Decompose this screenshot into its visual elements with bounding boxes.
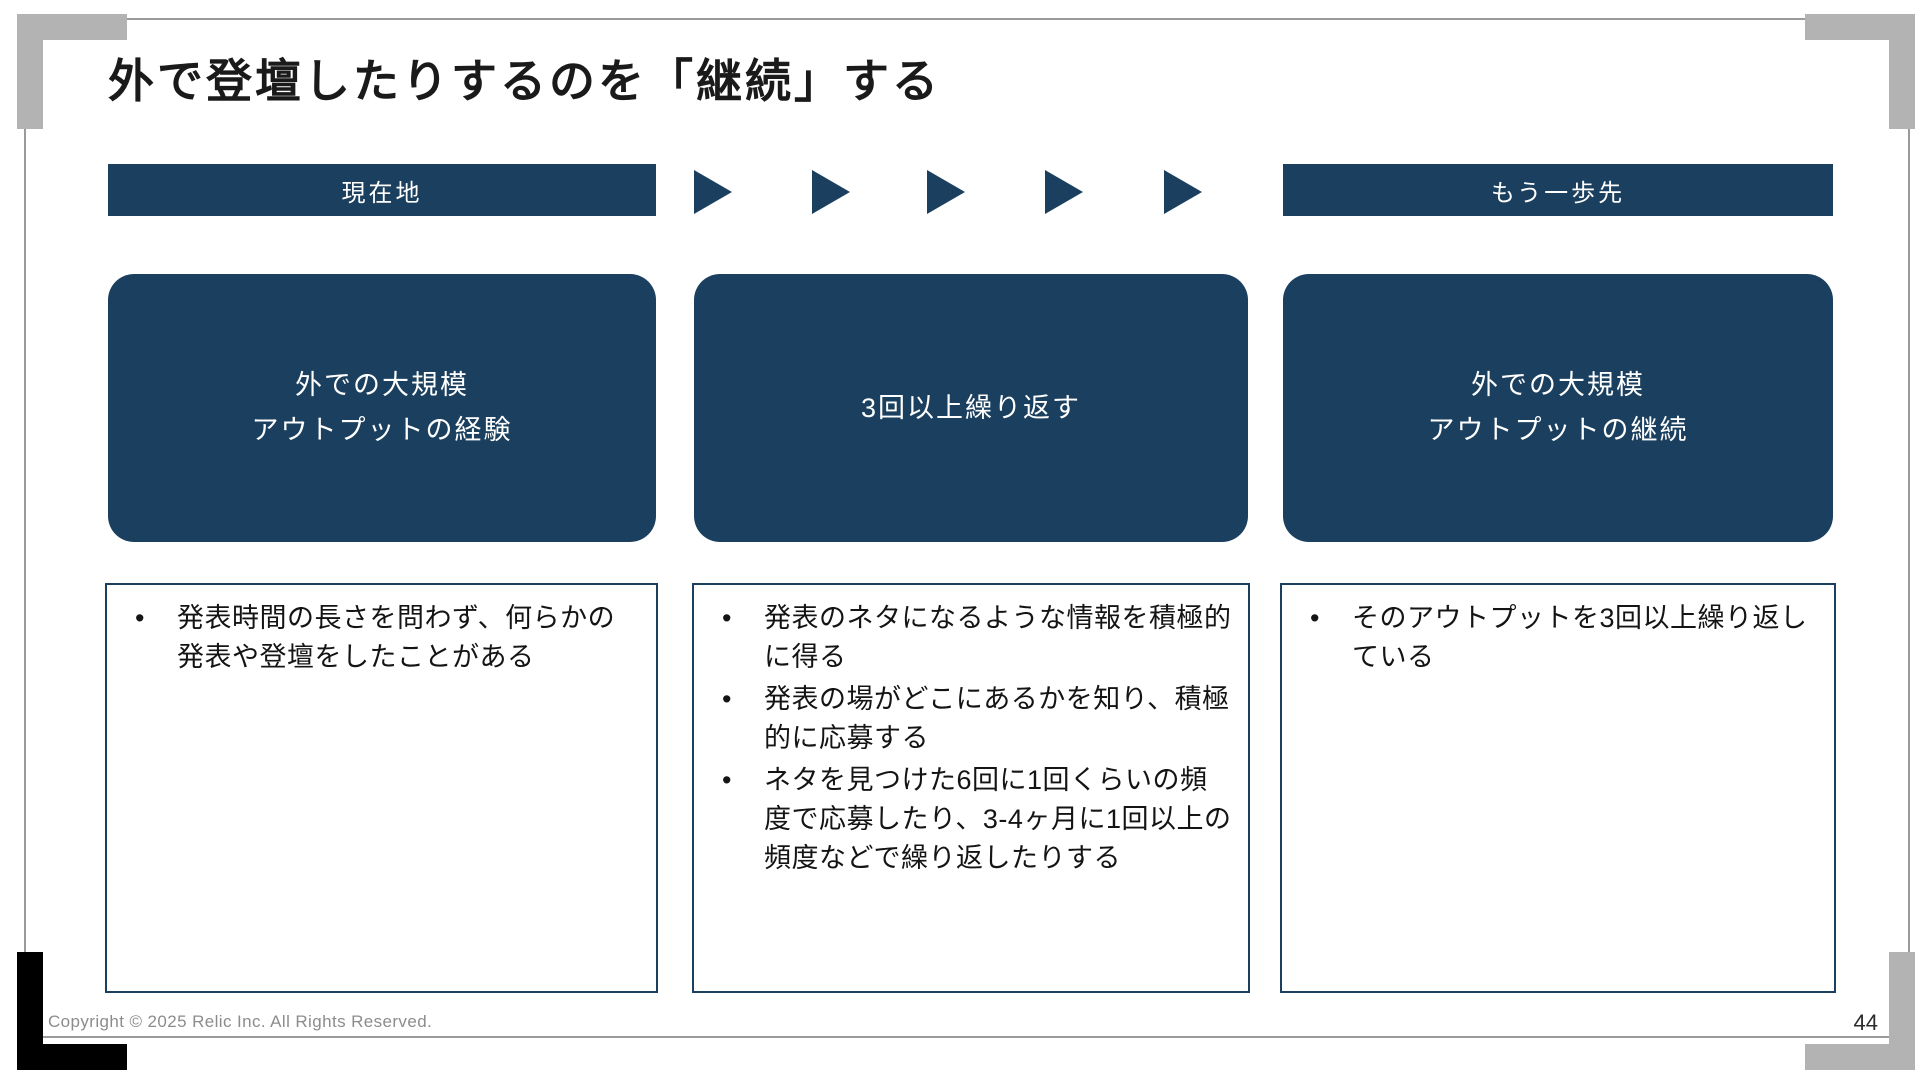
list-item-text: 発表のネタになるような情報を積極的に得る [764,603,1232,673]
corner-bracket-top-right [1805,14,1915,129]
list-item: • ネタを見つけた6回に1回くらいの頻度で応募したり、3-4ヶ月に1回以上の頻度… [708,761,1234,879]
stage-header-current-label: 現在地 [341,179,423,207]
list-item: • そのアウトプットを3回以上繰り返している [1296,599,1820,678]
concept-box-next-label: 外での大規模 アウトプットの継続 [1427,370,1689,445]
corner-bracket-top-left [17,14,127,129]
list-item: • 発表のネタになるような情報を積極的に得る [708,599,1234,678]
stage-header-current: 現在地 [108,164,656,216]
right-triangle-icon [1164,170,1202,214]
concept-box-current-label: 外での大規模 アウトプットの経験 [251,370,513,445]
list-item-text: そのアウトプットを3回以上繰り返している [1352,603,1808,673]
corner-bracket-arm-vertical [1889,952,1915,1070]
list-item-text: 発表時間の長さを問わず、何らかの発表や登壇をしたことがある [177,603,616,673]
list-item-text: ネタを見つけた6回に1回くらいの頻度で応募したり、3-4ヶ月に1回以上の頻度など… [764,764,1232,874]
criteria-list: • そのアウトプットを3回以上繰り返している [1296,599,1820,678]
frame-border-bottom [24,1036,1910,1038]
bullet-icon: • [135,603,145,633]
slide-page-number: 44 [1853,1010,1878,1035]
bullet-icon: • [722,603,732,633]
stage-header-next-label: もう一歩先 [1490,179,1626,207]
right-triangle-icon [1045,170,1083,214]
concept-box-next: 外での大規模 アウトプットの継続 [1283,274,1833,542]
bullet-icon: • [722,683,732,714]
corner-bracket-bottom-left [17,952,127,1070]
progress-arrow-group [680,167,1270,217]
list-item: • 発表の場がどこにあるかを知り、積極的に応募する [708,680,1234,759]
copyright-notice: Copyright © 2025 Relic Inc. All Rights R… [48,1012,433,1031]
criteria-box-next: • そのアウトプットを3回以上繰り返している [1280,583,1836,993]
frame-border-left [24,18,26,1038]
corner-bracket-arm-vertical [17,14,43,129]
corner-bracket-bottom-right [1805,952,1915,1070]
bullet-icon: • [722,764,732,795]
criteria-list: • 発表時間の長さを問わず、何らかの発表や登壇をしたことがある [121,599,642,678]
list-item: • 発表時間の長さを問わず、何らかの発表や登壇をしたことがある [121,599,642,678]
right-triangle-icon [927,170,965,214]
right-triangle-icon [812,170,850,214]
corner-bracket-arm-vertical [17,952,43,1070]
concept-box-current: 外での大規模 アウトプットの経験 [108,274,656,542]
list-item-text: 発表の場がどこにあるかを知り、積極的に応募する [764,683,1230,754]
criteria-box-current: • 発表時間の長さを問わず、何らかの発表や登壇をしたことがある [105,583,658,993]
bullet-icon: • [1310,603,1320,633]
corner-bracket-arm-vertical [1889,14,1915,129]
stage-header-next: もう一歩先 [1283,164,1833,216]
frame-border-right [1908,18,1910,1038]
frame-border-top [24,18,1910,20]
criteria-list: • 発表のネタになるような情報を積極的に得る • 発表の場がどこにあるかを知り、… [708,599,1234,879]
criteria-box-action: • 発表のネタになるような情報を積極的に得る • 発表の場がどこにあるかを知り、… [692,583,1250,993]
right-triangle-icon [694,170,732,214]
page-title: 外で登壇したりするのを「継続」する [108,55,941,107]
concept-box-action: 3回以上繰り返す [694,274,1248,542]
concept-box-action-label: 3回以上繰り返す [860,392,1082,423]
